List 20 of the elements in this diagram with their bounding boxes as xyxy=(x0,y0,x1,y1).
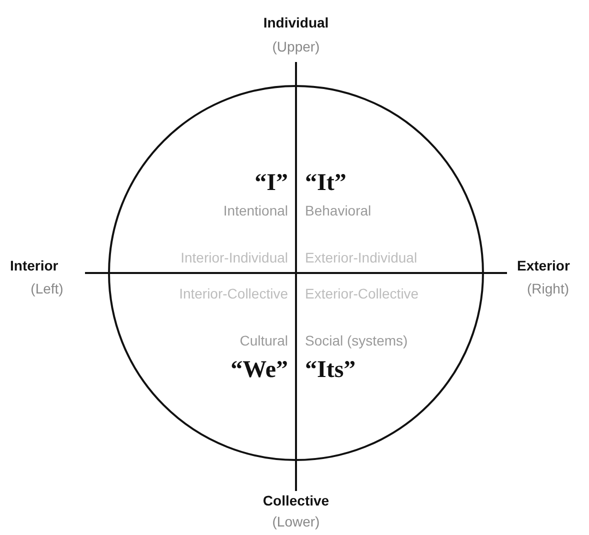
axis-sublabel: (Left) xyxy=(30,281,64,297)
axis-sublabel: (Upper) xyxy=(272,39,320,55)
quadrant-label: Behavioral xyxy=(305,203,372,219)
axis-label: Interior xyxy=(10,258,58,274)
quadrant-label: Interior-Individual xyxy=(180,250,288,266)
axis-label: Individual xyxy=(263,15,329,31)
quadrant-label: Intentional xyxy=(223,203,288,219)
quadrant-symbol: “Its” xyxy=(305,356,356,384)
axis-label: Collective xyxy=(262,493,330,509)
axis-sublabel: (Right) xyxy=(527,281,569,297)
axis-label: Exterior xyxy=(517,258,570,274)
quadrant-label: Exterior-Individual xyxy=(305,250,418,266)
quadrant-symbol: “We” xyxy=(230,356,288,384)
quadrant-label: Cultural xyxy=(240,333,288,349)
quadrant-label: Social (systems) xyxy=(305,333,408,349)
quadrant-symbol: “I” xyxy=(254,170,288,196)
quadrant-label: Exterior-Collective xyxy=(305,286,419,302)
axis-sublabel: (Lower) xyxy=(272,514,320,530)
quadrant-symbol: “It” xyxy=(305,170,346,196)
quadrant-label: Interior-Collective xyxy=(179,286,288,302)
